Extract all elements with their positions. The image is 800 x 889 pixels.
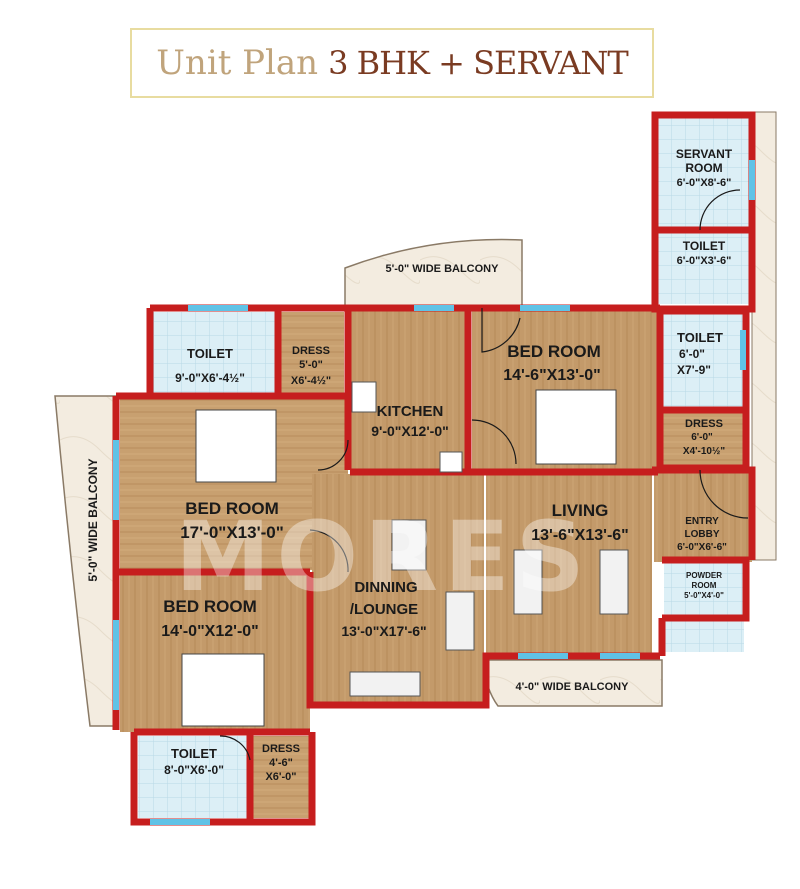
servant-toilet-floor xyxy=(658,232,750,304)
servant-toilet-size: 6'-0"X3'-6" xyxy=(677,255,732,267)
dress-bottom-name: DRESS xyxy=(262,743,300,755)
bedroom-bottom-left-size: 14'-0"X12'-0" xyxy=(161,623,259,640)
toilet-bottom-name: TOILET xyxy=(171,746,217,761)
entry-name: ENTRY xyxy=(685,516,719,527)
watermark: MORES xyxy=(175,501,591,613)
bedroom-top-right-name: BED ROOM xyxy=(507,342,601,361)
living-size: 13'-6"X13'-6" xyxy=(531,527,629,544)
furniture xyxy=(181,381,629,727)
windows xyxy=(113,160,755,825)
bedroom-left-name: BED ROOM xyxy=(185,499,279,518)
dining-size: 13'-0"X17'-6" xyxy=(341,623,426,639)
dress-top-left-size1: 5'-0" xyxy=(299,359,323,371)
dress-bottom-floor xyxy=(252,736,310,818)
title-frame: Unit Plan 3 BHK + SERVANT xyxy=(130,28,654,98)
toilet-right-size2: X7'-9" xyxy=(677,363,711,377)
dining-floor xyxy=(312,474,484,702)
toilet-top-left-name: TOILET xyxy=(187,346,233,361)
left-balcony xyxy=(54,395,119,727)
toilet-bottom-floor xyxy=(138,736,250,818)
title-unit-plan: Unit Plan xyxy=(156,43,319,83)
living-name: LIVING xyxy=(552,501,609,520)
dining-name2: /LOUNGE xyxy=(350,601,418,618)
dress-top-left-size2: X6'-4½" xyxy=(291,375,331,387)
dining-name: DINNING xyxy=(354,579,417,596)
dress-right-floor xyxy=(662,410,744,466)
door-swings xyxy=(219,189,749,761)
bedroom-bottom-left-name: BED ROOM xyxy=(163,597,257,616)
entry-size: 6'-0"X6'-6" xyxy=(677,542,727,553)
toilet-right-floor xyxy=(662,314,744,410)
title-configuration: 3 BHK + SERVANT xyxy=(328,44,629,82)
bedroom-left-size: 17'-0"X13'-0" xyxy=(180,523,284,542)
servant-room-size: 6'-0"X8'-6" xyxy=(677,177,732,189)
kitchen-size: 9'-0"X12'-0" xyxy=(371,423,449,439)
powder-name2: ROOM xyxy=(692,581,717,590)
top-balcony xyxy=(344,238,523,309)
kitchen-name: KITCHEN xyxy=(377,403,444,420)
powder-size: 5'-0"X4'-0" xyxy=(684,591,724,600)
toilet-top-left-size: 9'-0"X6'-4½" xyxy=(175,371,245,385)
servant-toilet-name: TOILET xyxy=(683,239,726,253)
servant-room-floor xyxy=(658,118,750,228)
bedroom-top-right-size: 14'-6"X13'-0" xyxy=(503,367,601,384)
powder-floor xyxy=(664,562,744,616)
top-balcony-label: 5'-0" WIDE BALCONY xyxy=(386,263,500,275)
dress-bottom-size2: X6'-0" xyxy=(265,771,296,783)
servant-room-name: SERVANT xyxy=(676,147,733,161)
lift-strip xyxy=(664,620,744,652)
toilet-bottom-size: 8'-0"X6'-0" xyxy=(164,763,224,777)
toilet-right-name: TOILET xyxy=(677,330,723,345)
dress-top-left-name: DRESS xyxy=(292,345,330,357)
dress-right-size2: X4'-10½" xyxy=(683,446,725,457)
bottom-balcony-label: 4'-0" WIDE BALCONY xyxy=(516,681,630,693)
dress-bottom-size1: 4'-6" xyxy=(269,757,293,769)
right-strip xyxy=(751,111,777,561)
room-labels: SERVANT ROOM 6'-0"X8'-6" TOILET 6'-0"X3'… xyxy=(86,147,733,783)
left-balcony-label: 5'-0" WIDE BALCONY xyxy=(86,458,100,581)
toilet-top-left-floor xyxy=(152,312,278,394)
powder-name: POWDER xyxy=(686,571,722,580)
toilet-right-size1: 6'-0" xyxy=(679,347,705,361)
servant-room-name2: ROOM xyxy=(685,161,722,175)
dress-top-left-floor xyxy=(280,312,344,394)
entry-name2: LOBBY xyxy=(685,529,720,540)
dress-right-size1: 6'-0" xyxy=(691,432,713,443)
dress-right-name: DRESS xyxy=(685,418,723,430)
